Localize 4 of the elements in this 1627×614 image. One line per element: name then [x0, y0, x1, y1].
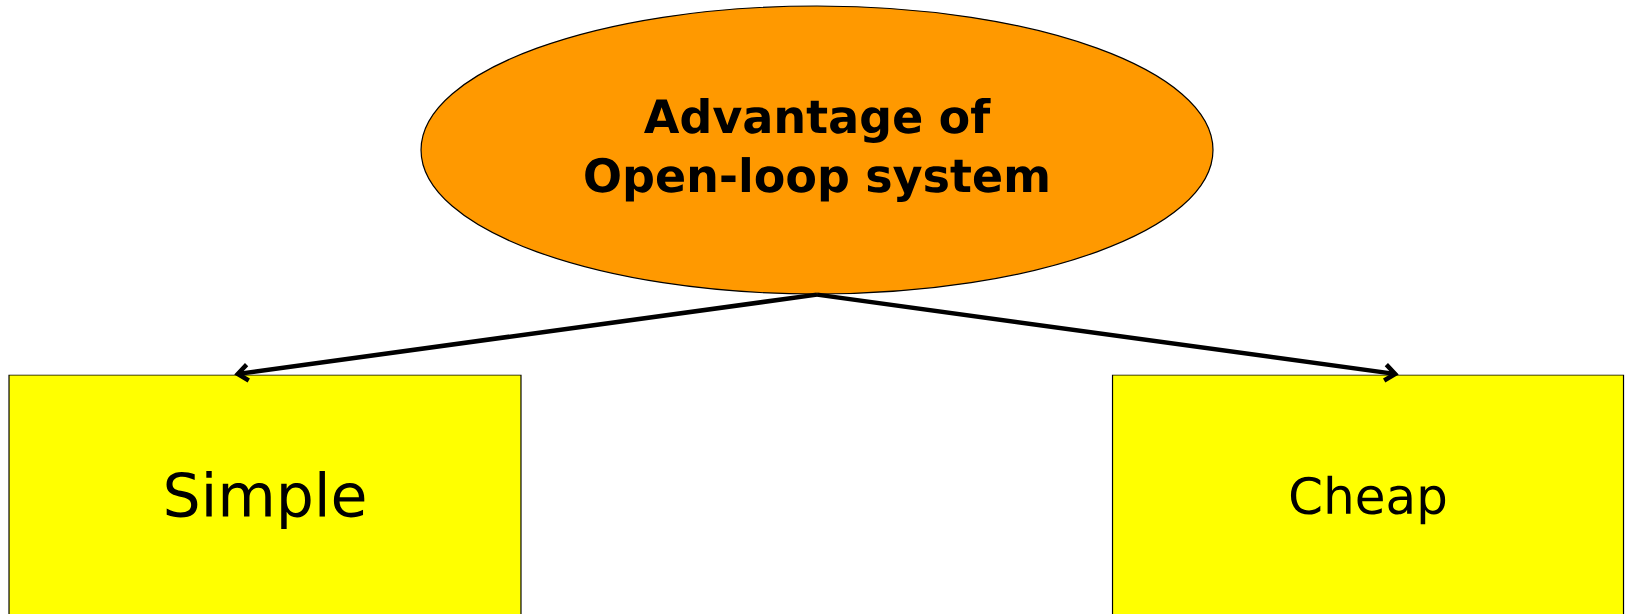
advantage-box: Simple: [8, 374, 522, 614]
arrow: [816, 292, 1399, 383]
advantage-box: Cheap: [1111, 374, 1625, 614]
arrow: [234, 292, 818, 383]
